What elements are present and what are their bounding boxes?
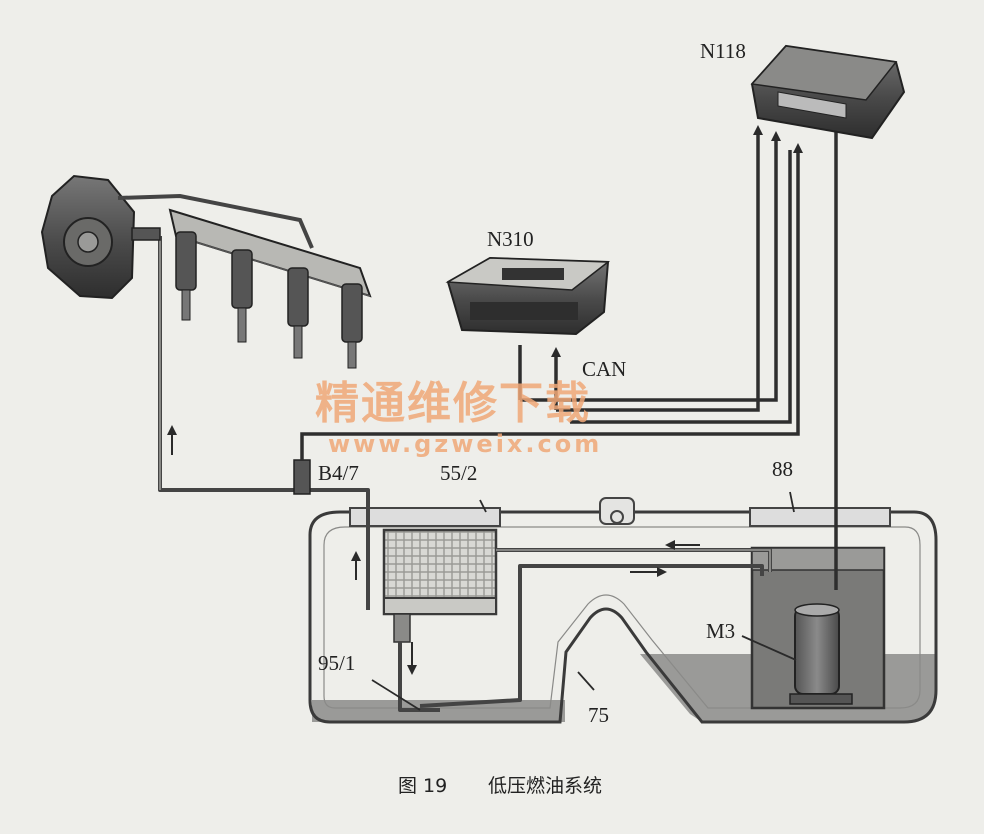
label-can: CAN: [582, 357, 626, 381]
pressure-sensor: [293, 459, 311, 495]
label-m3: M3: [706, 619, 735, 643]
fuel-pump-module: [750, 546, 886, 710]
figure-title: 低压燃油系统: [488, 775, 602, 797]
figure-number: 图 19: [398, 775, 447, 797]
watermark-cn: 精通维修下载: [315, 378, 591, 429]
label-n118: N118: [700, 39, 746, 63]
label-88: 88: [772, 457, 793, 481]
high-pressure-pump: [40, 174, 161, 300]
control-unit-n310: [445, 256, 611, 336]
watermark-url: www.gzweix.com: [328, 430, 602, 458]
control-unit-n118: [750, 44, 906, 140]
flow-arrows: [167, 425, 700, 675]
fuel-filter: [382, 528, 498, 643]
label-75: 75: [588, 703, 609, 727]
label-n310: N310: [487, 227, 534, 251]
leader-lines: [371, 491, 797, 711]
label-b47: B4/7: [318, 461, 359, 485]
label-95-1: 95/1: [318, 651, 355, 675]
label-55-2: 55/2: [440, 461, 477, 485]
injectors: [175, 231, 363, 369]
